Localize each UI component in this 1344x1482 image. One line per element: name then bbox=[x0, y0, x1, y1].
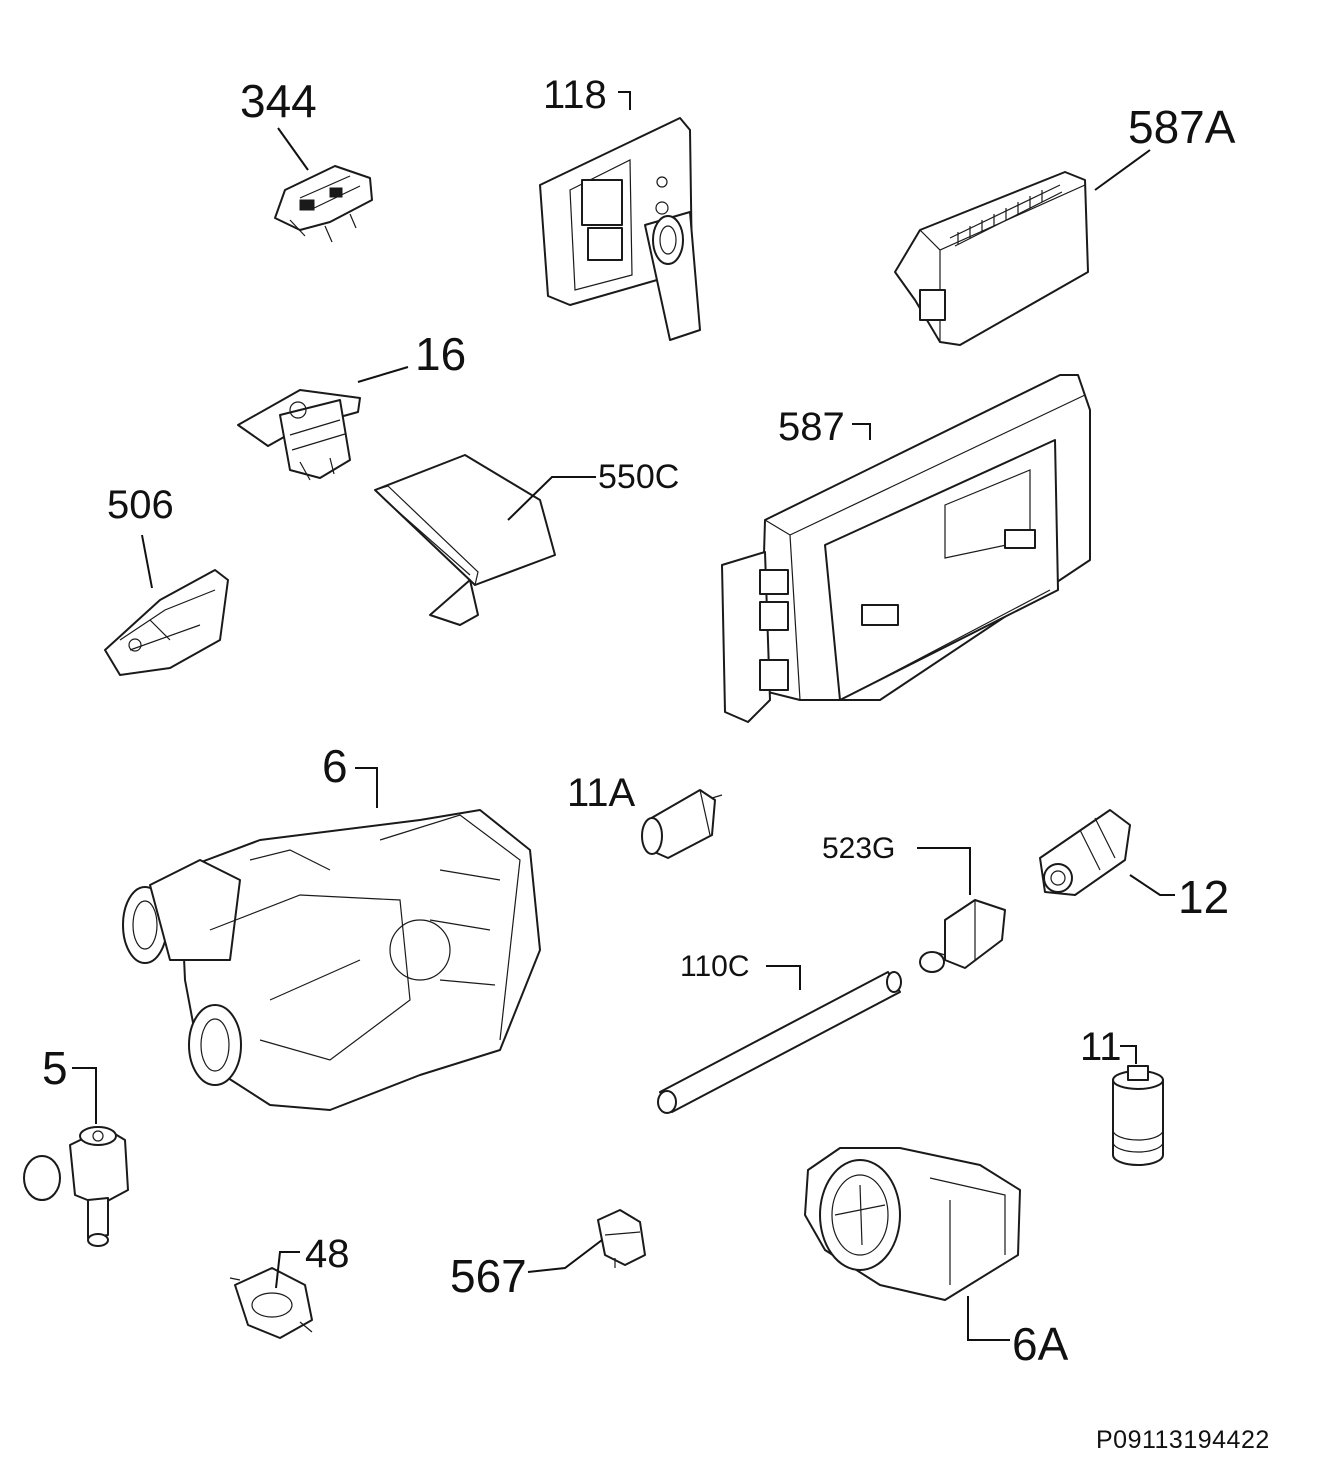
label-550C: 550C bbox=[598, 458, 679, 496]
leader-550C bbox=[507, 476, 596, 521]
leader-110C bbox=[766, 965, 801, 990]
reference-code: P09113194422 bbox=[1096, 1426, 1270, 1454]
label-587A: 587A bbox=[1128, 101, 1236, 153]
label-6: 6 bbox=[322, 740, 348, 792]
leader-12 bbox=[1129, 874, 1175, 896]
label-587: 587 bbox=[778, 405, 845, 449]
part-344-switch bbox=[274, 165, 373, 243]
leader-567 bbox=[527, 1239, 603, 1273]
part-567-clip bbox=[597, 1209, 646, 1268]
part-12-sensor bbox=[1039, 809, 1131, 896]
part-6A-drain-pump bbox=[804, 1147, 1021, 1301]
label-118: 118 bbox=[543, 73, 607, 117]
label-16: 16 bbox=[415, 328, 466, 380]
leader-587A bbox=[1094, 149, 1151, 191]
part-110C-hose bbox=[657, 971, 902, 1114]
part-11-capacitor bbox=[1112, 1065, 1164, 1166]
label-110C: 110C bbox=[680, 950, 750, 983]
part-6-circulation-pump bbox=[122, 809, 541, 1111]
label-6A: 6A bbox=[1012, 1318, 1069, 1370]
leader-11 bbox=[1120, 1045, 1137, 1064]
part-587-control-board bbox=[721, 374, 1091, 723]
part-523G-connector bbox=[919, 899, 1006, 973]
part-118-control-panel bbox=[539, 117, 701, 341]
leader-6A bbox=[967, 1296, 1010, 1341]
leader-6 bbox=[355, 767, 378, 808]
part-5-inlet-valve bbox=[23, 1126, 129, 1247]
label-11A: 11A bbox=[567, 771, 636, 815]
leader-587 bbox=[852, 423, 871, 440]
part-550C-cover bbox=[374, 454, 556, 626]
leader-5 bbox=[72, 1067, 97, 1124]
part-48-pressure-switch bbox=[229, 1267, 313, 1339]
label-48: 48 bbox=[305, 1232, 350, 1276]
label-506: 506 bbox=[107, 483, 174, 527]
part-587A-electronic-module bbox=[894, 171, 1089, 346]
part-11A-cylinder bbox=[641, 789, 723, 859]
leader-506 bbox=[141, 534, 153, 589]
leader-118 bbox=[618, 91, 631, 110]
leader-16 bbox=[357, 366, 409, 383]
leader-523G bbox=[917, 847, 971, 895]
label-12: 12 bbox=[1178, 871, 1229, 923]
leader-344 bbox=[277, 127, 309, 171]
label-567: 567 bbox=[450, 1250, 527, 1302]
label-11: 11 bbox=[1080, 1025, 1122, 1069]
label-523G: 523G bbox=[822, 832, 895, 865]
label-344: 344 bbox=[240, 75, 317, 127]
label-5: 5 bbox=[42, 1042, 68, 1094]
part-506-bracket bbox=[104, 569, 229, 676]
leader-48 bbox=[275, 1251, 300, 1289]
part-16-door-lock bbox=[237, 389, 361, 481]
